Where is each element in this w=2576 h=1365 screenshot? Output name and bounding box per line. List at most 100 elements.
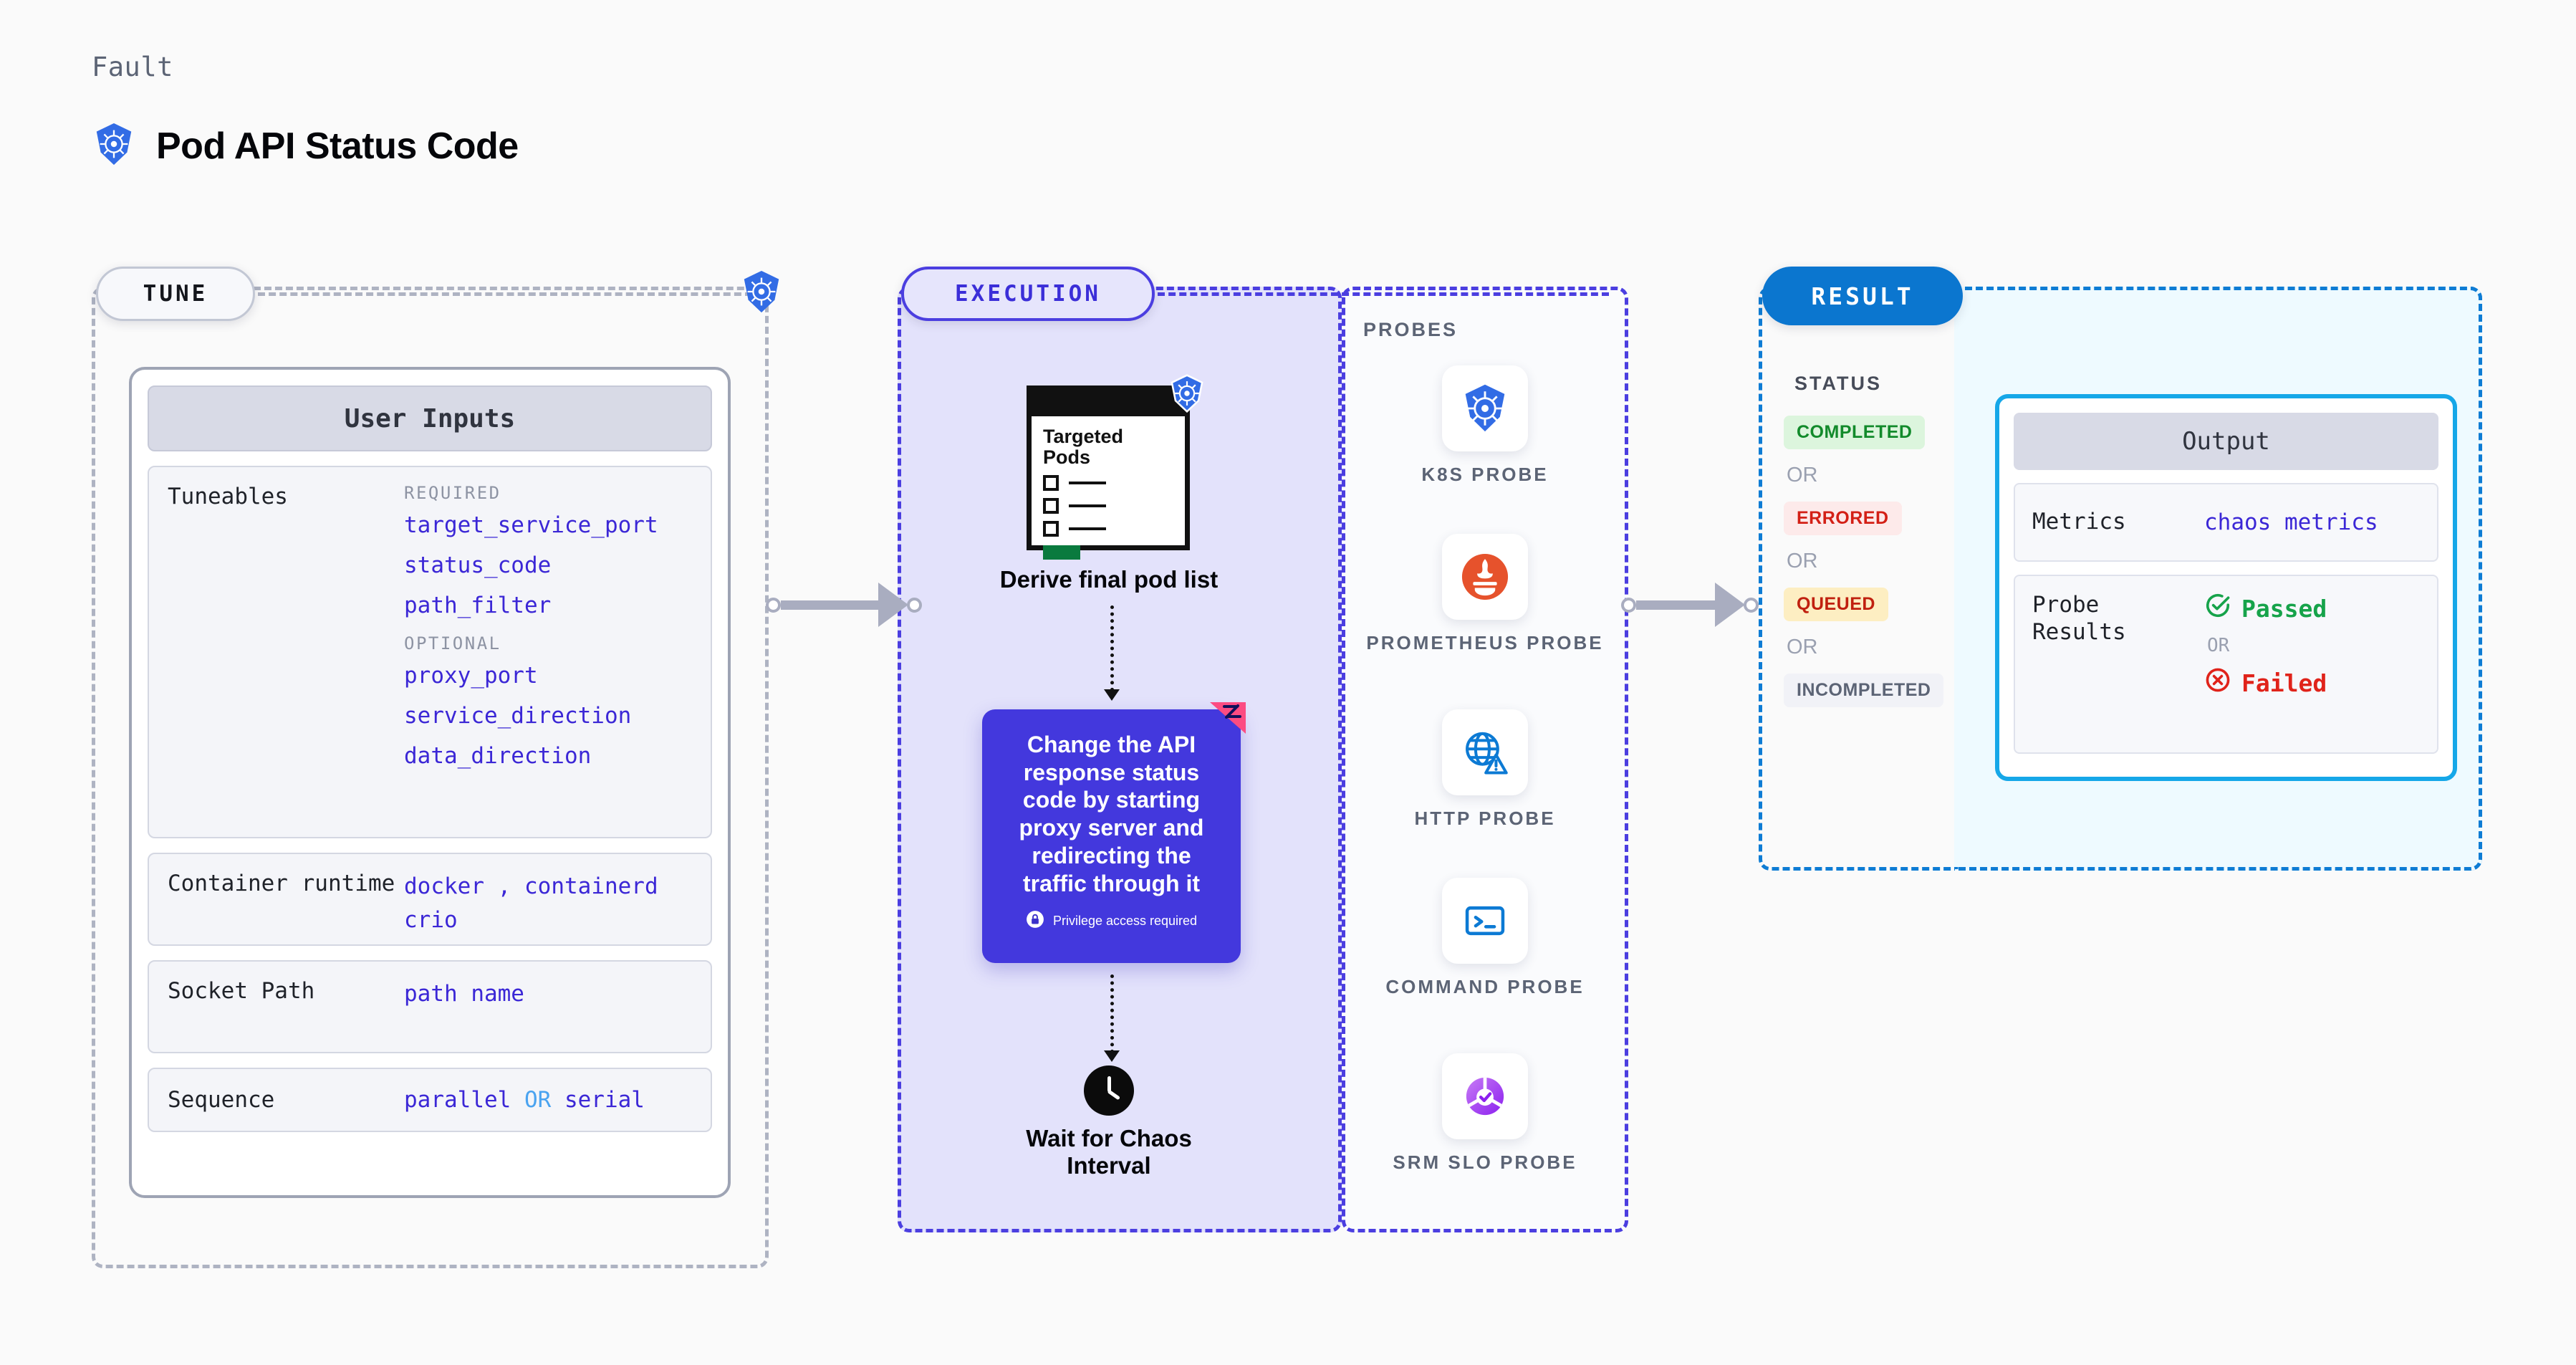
action-card-text: Change the API response status code by s…: [1019, 732, 1204, 896]
probe-label: SRM SLO PROBE: [1393, 1151, 1577, 1173]
checkbox-icon: [1043, 498, 1059, 514]
terminal-icon: [1442, 878, 1528, 964]
tuneable-item[interactable]: service_direction: [404, 703, 632, 729]
probe-label: PROMETHEUS PROBE: [1366, 632, 1604, 653]
probe-item-k8s[interactable]: K8S PROBE: [1342, 365, 1628, 487]
privilege-note: Privilege access required: [1001, 910, 1222, 932]
result-pill[interactable]: RESULT: [1762, 267, 1963, 325]
x-circle-icon: [2204, 666, 2231, 699]
flow-arrow-line: [1110, 974, 1114, 1053]
probe-item-prometheus[interactable]: PROMETHEUS PROBE: [1342, 534, 1628, 655]
socket-path-label: Socket Path: [168, 978, 315, 1004]
runtime-separator: ,: [497, 873, 511, 899]
tune-panel: [92, 287, 769, 1268]
runtime-containerd[interactable]: containerd: [524, 873, 658, 899]
probe-item-srm-slo[interactable]: SRM SLO PROBE: [1342, 1053, 1628, 1174]
user-inputs-title: User Inputs: [148, 385, 712, 451]
output-card: Output Metrics chaos metrics Probe Resul…: [1995, 394, 2457, 781]
sequence-row: Sequence parallel OR serial: [148, 1068, 712, 1132]
container-runtime-values: docker , containerd crio: [404, 870, 692, 933]
tuneables-label: Tuneables: [168, 484, 288, 509]
tuneable-item[interactable]: status_code: [404, 552, 552, 579]
sequence-label: Sequence: [168, 1086, 275, 1113]
probes-section-label: PROBES: [1363, 319, 1458, 340]
action-card: Change the API response status code by s…: [982, 702, 1246, 963]
sequence-parallel[interactable]: parallel: [404, 1086, 511, 1113]
execution-dashed-connector: [1158, 292, 1609, 296]
probe-results-label: Probe Results: [2032, 592, 2126, 645]
status-or-label: OR: [1787, 636, 1818, 658]
lock-icon: [1026, 910, 1044, 932]
page-title-row: Pod API Status Code: [92, 122, 519, 170]
targeted-pods-card: Targeted Pods: [1027, 385, 1190, 560]
optional-group-label: OPTIONAL: [404, 633, 501, 654]
sequence-serial[interactable]: serial: [564, 1086, 645, 1113]
status-section-label: STATUS: [1794, 373, 1882, 394]
kubernetes-icon: [92, 122, 136, 170]
tune-pill[interactable]: TUNE: [96, 267, 255, 321]
tuneable-item[interactable]: proxy_port: [404, 663, 538, 689]
tuneable-item[interactable]: data_direction: [404, 743, 592, 770]
execution-pill[interactable]: EXECUTION: [901, 267, 1155, 321]
pods-list-item: [1043, 521, 1173, 537]
probe-result-passed: Passed: [2204, 592, 2327, 625]
connector-arrow-tip: [878, 583, 908, 627]
passed-label: Passed: [2241, 594, 2327, 623]
metrics-label: Metrics: [2032, 509, 2126, 535]
pods-list-item: [1043, 498, 1173, 514]
wait-for-chaos-interval-label: Wait for Chaos Interval: [1026, 1125, 1192, 1179]
placeholder-line: [1069, 504, 1106, 508]
page-eyebrow: Fault: [92, 52, 173, 82]
kubernetes-icon: [739, 269, 784, 317]
probe-results-values: Passed OR Failed: [2204, 592, 2327, 699]
probe-item-command[interactable]: COMMAND PROBE: [1342, 878, 1628, 999]
connector-start-dot: [1621, 597, 1636, 613]
targeted-pods-titlebar: [1032, 391, 1185, 416]
output-title: Output: [2014, 413, 2438, 470]
required-group-label: REQUIRED: [404, 483, 501, 503]
tuneables-values: REQUIRED target_service_port status_code…: [404, 483, 692, 821]
targeted-pods-title: Targeted Pods: [1043, 426, 1124, 469]
clock-minute-hand: [1107, 1089, 1120, 1101]
flow-arrow-tip: [1104, 689, 1120, 701]
flow-arrow-tip: [1104, 1050, 1120, 1062]
targeted-pods-body: Targeted Pods: [1032, 416, 1185, 560]
placeholder-line: [1069, 527, 1106, 531]
prometheus-icon: [1442, 534, 1528, 620]
failed-label: Failed: [2241, 669, 2327, 697]
kubernetes-icon: [1168, 374, 1206, 416]
output-metrics-row: Metrics chaos metrics: [2014, 483, 2438, 562]
probe-item-http[interactable]: HTTP PROBE: [1342, 709, 1628, 830]
tuneables-row: Tuneables REQUIRED target_service_port s…: [148, 466, 712, 838]
tuneable-item[interactable]: target_service_port: [404, 512, 658, 538]
srm-slo-icon: [1442, 1053, 1528, 1139]
checkbox-icon: [1043, 475, 1059, 492]
status-or-label: OR: [1787, 464, 1818, 487]
privilege-note-text: Privilege access required: [1052, 914, 1198, 929]
metrics-value[interactable]: chaos metrics: [2204, 509, 2378, 535]
runtime-crio[interactable]: crio: [404, 906, 458, 933]
kubernetes-icon: [1442, 365, 1528, 451]
connector-arrow-tip: [1715, 583, 1745, 627]
pods-list-item: [1043, 475, 1173, 492]
status-badge-queued: QUEUED: [1784, 588, 1888, 621]
socket-path-row: Socket Path path name: [148, 960, 712, 1053]
status-badge-completed: COMPLETED: [1784, 416, 1926, 449]
http-globe-alert-icon: [1442, 709, 1528, 795]
tuneable-item[interactable]: path_filter: [404, 593, 552, 619]
sequence-or: OR: [524, 1086, 552, 1113]
user-inputs-card: User Inputs Tuneables REQUIRED target_se…: [129, 367, 731, 1198]
socket-path-value[interactable]: path name: [404, 981, 524, 1007]
connector-end-dot: [1744, 597, 1759, 613]
sequence-values: parallel OR serial: [404, 1083, 692, 1117]
connector-start-dot: [766, 597, 781, 613]
runtime-docker[interactable]: docker: [404, 873, 484, 899]
output-probe-results-row: Probe Results Passed OR: [2014, 575, 2438, 754]
status-badge-errored: ERRORED: [1784, 502, 1902, 535]
tune-dashed-connector: [258, 292, 752, 296]
flow-arrow-line: [1110, 605, 1114, 691]
status-badge-incompleted: INCOMPLETED: [1784, 674, 1944, 707]
status-or-label: OR: [1787, 550, 1818, 573]
connector-tune-to-execution: [766, 583, 922, 627]
